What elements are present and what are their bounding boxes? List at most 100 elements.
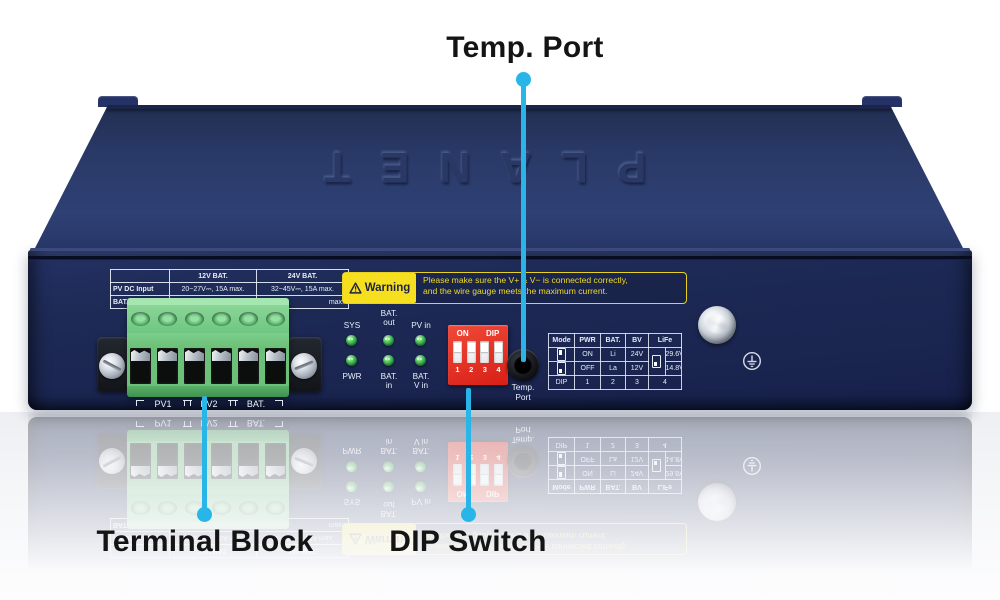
- terminal-wire-opening: [130, 348, 151, 384]
- bat-v-in-led: [415, 355, 426, 366]
- mode-header: Mode: [548, 333, 575, 348]
- led-label-bat-out: BAT. out: [380, 309, 398, 328]
- terminal-screw-hole: [239, 312, 258, 326]
- mode-off-cell: [548, 361, 575, 376]
- terminal-mount-screw-right: [291, 353, 317, 379]
- pwr-on-value: ON: [574, 347, 601, 362]
- terminal-screw-hole: [158, 312, 177, 326]
- terminal-wire-opening: [157, 348, 178, 384]
- bv-header: BV: [625, 333, 649, 348]
- terminal-opening-row: [127, 346, 289, 386]
- bat-la-value: La: [600, 361, 626, 376]
- bv-12v-value: 12V: [625, 361, 649, 376]
- dip-col-1: 1: [574, 375, 601, 390]
- ground-screw: [698, 306, 736, 344]
- device-rear-panel: PLANET 12V BAT. 24V BAT. PV DC Input 20~…: [28, 95, 972, 413]
- spec-pv-12v-value: 20~27V⎓, 15A max.: [169, 282, 257, 296]
- warning-label: Warning Please make sure the V+ & V− is …: [342, 272, 687, 304]
- chassis-front-edge: [30, 248, 970, 251]
- dip-number-3: 3: [482, 365, 487, 374]
- dip-col-3: 3: [625, 375, 649, 390]
- terminal-screw-row: [127, 305, 289, 333]
- life-148-value: 14.8V: [664, 361, 682, 376]
- terminal-wire-opening: [265, 348, 286, 384]
- led-label-pwr: PWR: [342, 372, 362, 381]
- switch-down-icon: [557, 362, 566, 375]
- terminal-mount-screw-left: [99, 353, 125, 379]
- terminal-bracket: [184, 400, 192, 406]
- dip-number-1: 1: [455, 365, 460, 374]
- callout-dot-dip-switch: [461, 507, 476, 522]
- terminal-block: [127, 298, 289, 397]
- led-label-bat-v-in: BAT. V in: [412, 372, 430, 391]
- led-label-pv-in: PV in: [411, 321, 431, 330]
- dip-row-label: DIP: [548, 375, 575, 390]
- dip-mode-table: Mode PWR BAT. BV LiFe ON Li 24V 29.6V OF…: [548, 333, 682, 390]
- brand-logo-embossed: PLANET: [294, 143, 647, 191]
- sys-led: [346, 335, 357, 346]
- terminal-wire-opening: [184, 348, 205, 384]
- callout-dot-terminal-block: [197, 507, 212, 522]
- life-header: LiFe: [648, 333, 682, 348]
- dip-number-4: 4: [496, 365, 501, 374]
- switch-down-icon: [652, 355, 662, 368]
- reflection: PLANET 12V BAT. 24V BAT. PV DC Input 20~…: [28, 414, 972, 600]
- bat-header: BAT.: [600, 333, 626, 348]
- pwr-off-value: OFF: [574, 361, 601, 376]
- terminal-bracket: [230, 400, 238, 406]
- dip-switch-4: [493, 341, 503, 363]
- terminal-bracket: [136, 400, 144, 406]
- dip-switch-1: [453, 341, 462, 363]
- mode-on-cell: [548, 347, 575, 362]
- terminal-label-pv1: PV1: [154, 399, 172, 409]
- callout-line-temp-port: [521, 80, 526, 362]
- terminal-label-bat: BAT.: [246, 399, 266, 409]
- terminal-screw-hole: [266, 312, 285, 326]
- pwr-led: [346, 355, 357, 366]
- terminal-screw-hole: [185, 312, 204, 326]
- device-rear-panel: PLANET 12V BAT. 24V BAT. PV DC Input 20~…: [28, 414, 972, 600]
- temp-port-panel-label: Temp. Port: [511, 382, 535, 403]
- dip-number-2: 2: [469, 365, 474, 374]
- warning-line-1: Please make sure the V+ & V− is connecte…: [423, 275, 628, 285]
- dip-label: DIP: [485, 329, 500, 338]
- chassis-back-edge: [106, 105, 892, 109]
- warning-message: Please make sure the V+ & V− is connecte…: [416, 273, 686, 303]
- terminal-label-pv2: PV2: [200, 399, 218, 409]
- bv-24v-value: 24V: [625, 347, 649, 362]
- warning-line-2: and the wire gauge meets the maximum cur…: [423, 286, 608, 297]
- panel-groove: [28, 256, 972, 260]
- warning-triangle-icon: [349, 282, 362, 294]
- terminal-screw-hole: [212, 312, 231, 326]
- callout-dot-temp-port: [516, 72, 531, 87]
- ground-symbol-icon: [742, 351, 762, 371]
- switch-up-icon: [557, 348, 566, 361]
- callout-line-terminal-block: [202, 396, 207, 515]
- terminal-mid-strip: [127, 333, 289, 346]
- callout-dip-switch: DIP Switch: [389, 525, 547, 558]
- dip-on-label: ON: [456, 329, 469, 338]
- dip-col-2: 2: [600, 375, 626, 390]
- bat-li-value: Li: [600, 347, 626, 362]
- bat-out-led: [383, 335, 394, 346]
- warning-badge-text: Warning: [364, 282, 411, 294]
- chassis-tab-right: [862, 96, 902, 107]
- pv-in-led: [415, 335, 426, 346]
- spec-header-24v: 24V BAT.: [256, 269, 349, 283]
- life-switch-cell: [648, 347, 666, 376]
- spec-pv-24v-value: 32~45V⎓, 15A max.: [256, 282, 349, 296]
- dip-switch-2: [466, 341, 476, 363]
- callout-terminal-block: Terminal Block: [96, 525, 314, 558]
- callout-temp-port: Temp. Port: [446, 31, 604, 64]
- chassis-tab-left: [98, 96, 138, 107]
- terminal-screw-hole: [131, 312, 150, 326]
- terminal-wire-opening: [211, 348, 232, 384]
- callout-line-dip-switch: [466, 388, 471, 515]
- spec-header-12v: 12V BAT.: [169, 269, 257, 283]
- chassis-top-face: PLANET: [34, 105, 964, 250]
- warning-badge: Warning: [343, 273, 416, 303]
- dip-col-4: 4: [648, 375, 682, 390]
- terminal-top-strip: [127, 298, 289, 305]
- spec-corner-cell: [110, 269, 170, 283]
